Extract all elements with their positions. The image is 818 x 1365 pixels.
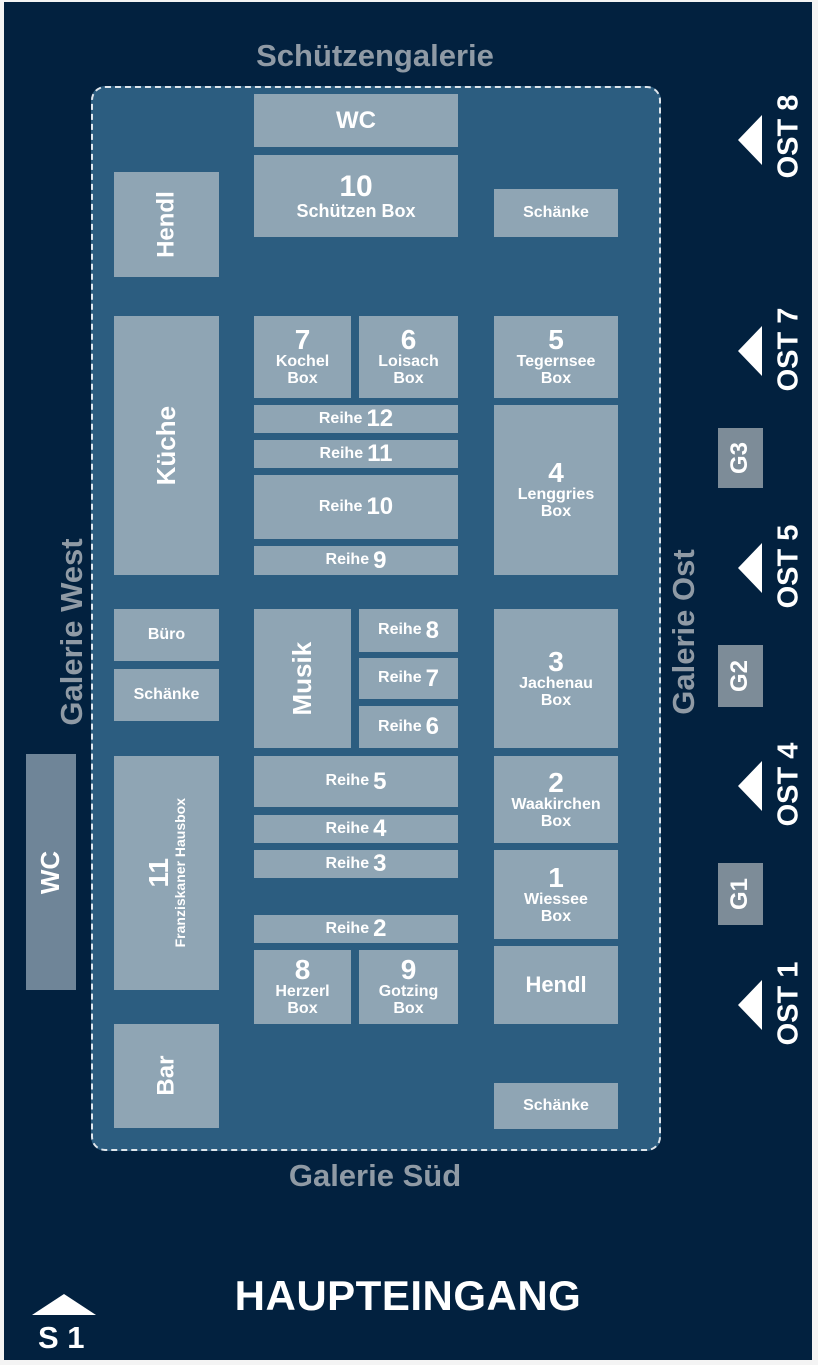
box-3-jachenau: 3 Jachenau Box [494,609,618,748]
wc-top: WC [254,94,458,147]
gallery-west-label: Galerie West [54,538,89,726]
hendl-left: Hendl [114,172,219,277]
buero: Büro [114,609,219,661]
exit-s1: S 1 [38,1320,85,1355]
main-entrance-label: HAUPTEINGANG [234,1272,582,1319]
exit-arrow-icon [738,761,762,811]
gallery-south-label: Galerie Süd [288,1158,462,1193]
gate-g1: G1 [718,863,763,925]
exit-arrow-icon [738,980,762,1030]
gallery-east-label: Galerie Ost [666,549,701,715]
box-8-herzerl: 8 Herzerl Box [254,950,351,1024]
exit-ost-4: OST 4 [772,742,805,827]
box-11-franziskaner: 11 Franziskaner Hausbox [114,756,219,990]
festival-hall: WC 10 Schützen Box Hendl Schänke Küche 7… [91,86,661,1151]
exit-arrow-icon [738,326,762,376]
bar: Bar [114,1024,219,1128]
box-9-gotzing: 9 Gotzing Box [359,950,458,1024]
schaenke-top-right: Schänke [494,189,618,237]
exit-ost-1: OST 1 [772,961,805,1046]
exit-arrow-icon [32,1294,96,1315]
exit-ost-5: OST 5 [772,524,805,609]
exit-ost-8: OST 8 [772,94,805,179]
wc-west: WC [26,754,76,990]
gallery-north-label: Schützengalerie [256,38,494,73]
box-4-lenggries: 4 Lenggries Box [494,405,618,575]
musik: Musik [254,609,351,748]
hendl-right: Hendl [494,946,618,1024]
box-2-waakirchen: 2 Waakirchen Box [494,756,618,843]
box-1-wiessee: 1 Wiessee Box [494,850,618,939]
box-5-tegernsee: 5 Tegernsee Box [494,316,618,398]
box-6-loisach: 6 Loisach Box [359,316,458,398]
floor-plan-map: Schützengalerie Galerie West Galerie Ost… [4,2,812,1360]
exit-arrow-icon [738,115,762,165]
gate-g3: G3 [718,428,763,488]
exit-ost-7: OST 7 [772,307,805,392]
exit-arrow-icon [738,543,762,593]
schaenke-left: Schänke [114,669,219,721]
gate-g2: G2 [718,645,763,707]
box-10-schuetzen: 10 Schützen Box [254,155,458,237]
kueche: Küche [114,316,219,575]
schaenke-bottom-right: Schänke [494,1083,618,1129]
box-7-kochel: 7 Kochel Box [254,316,351,398]
